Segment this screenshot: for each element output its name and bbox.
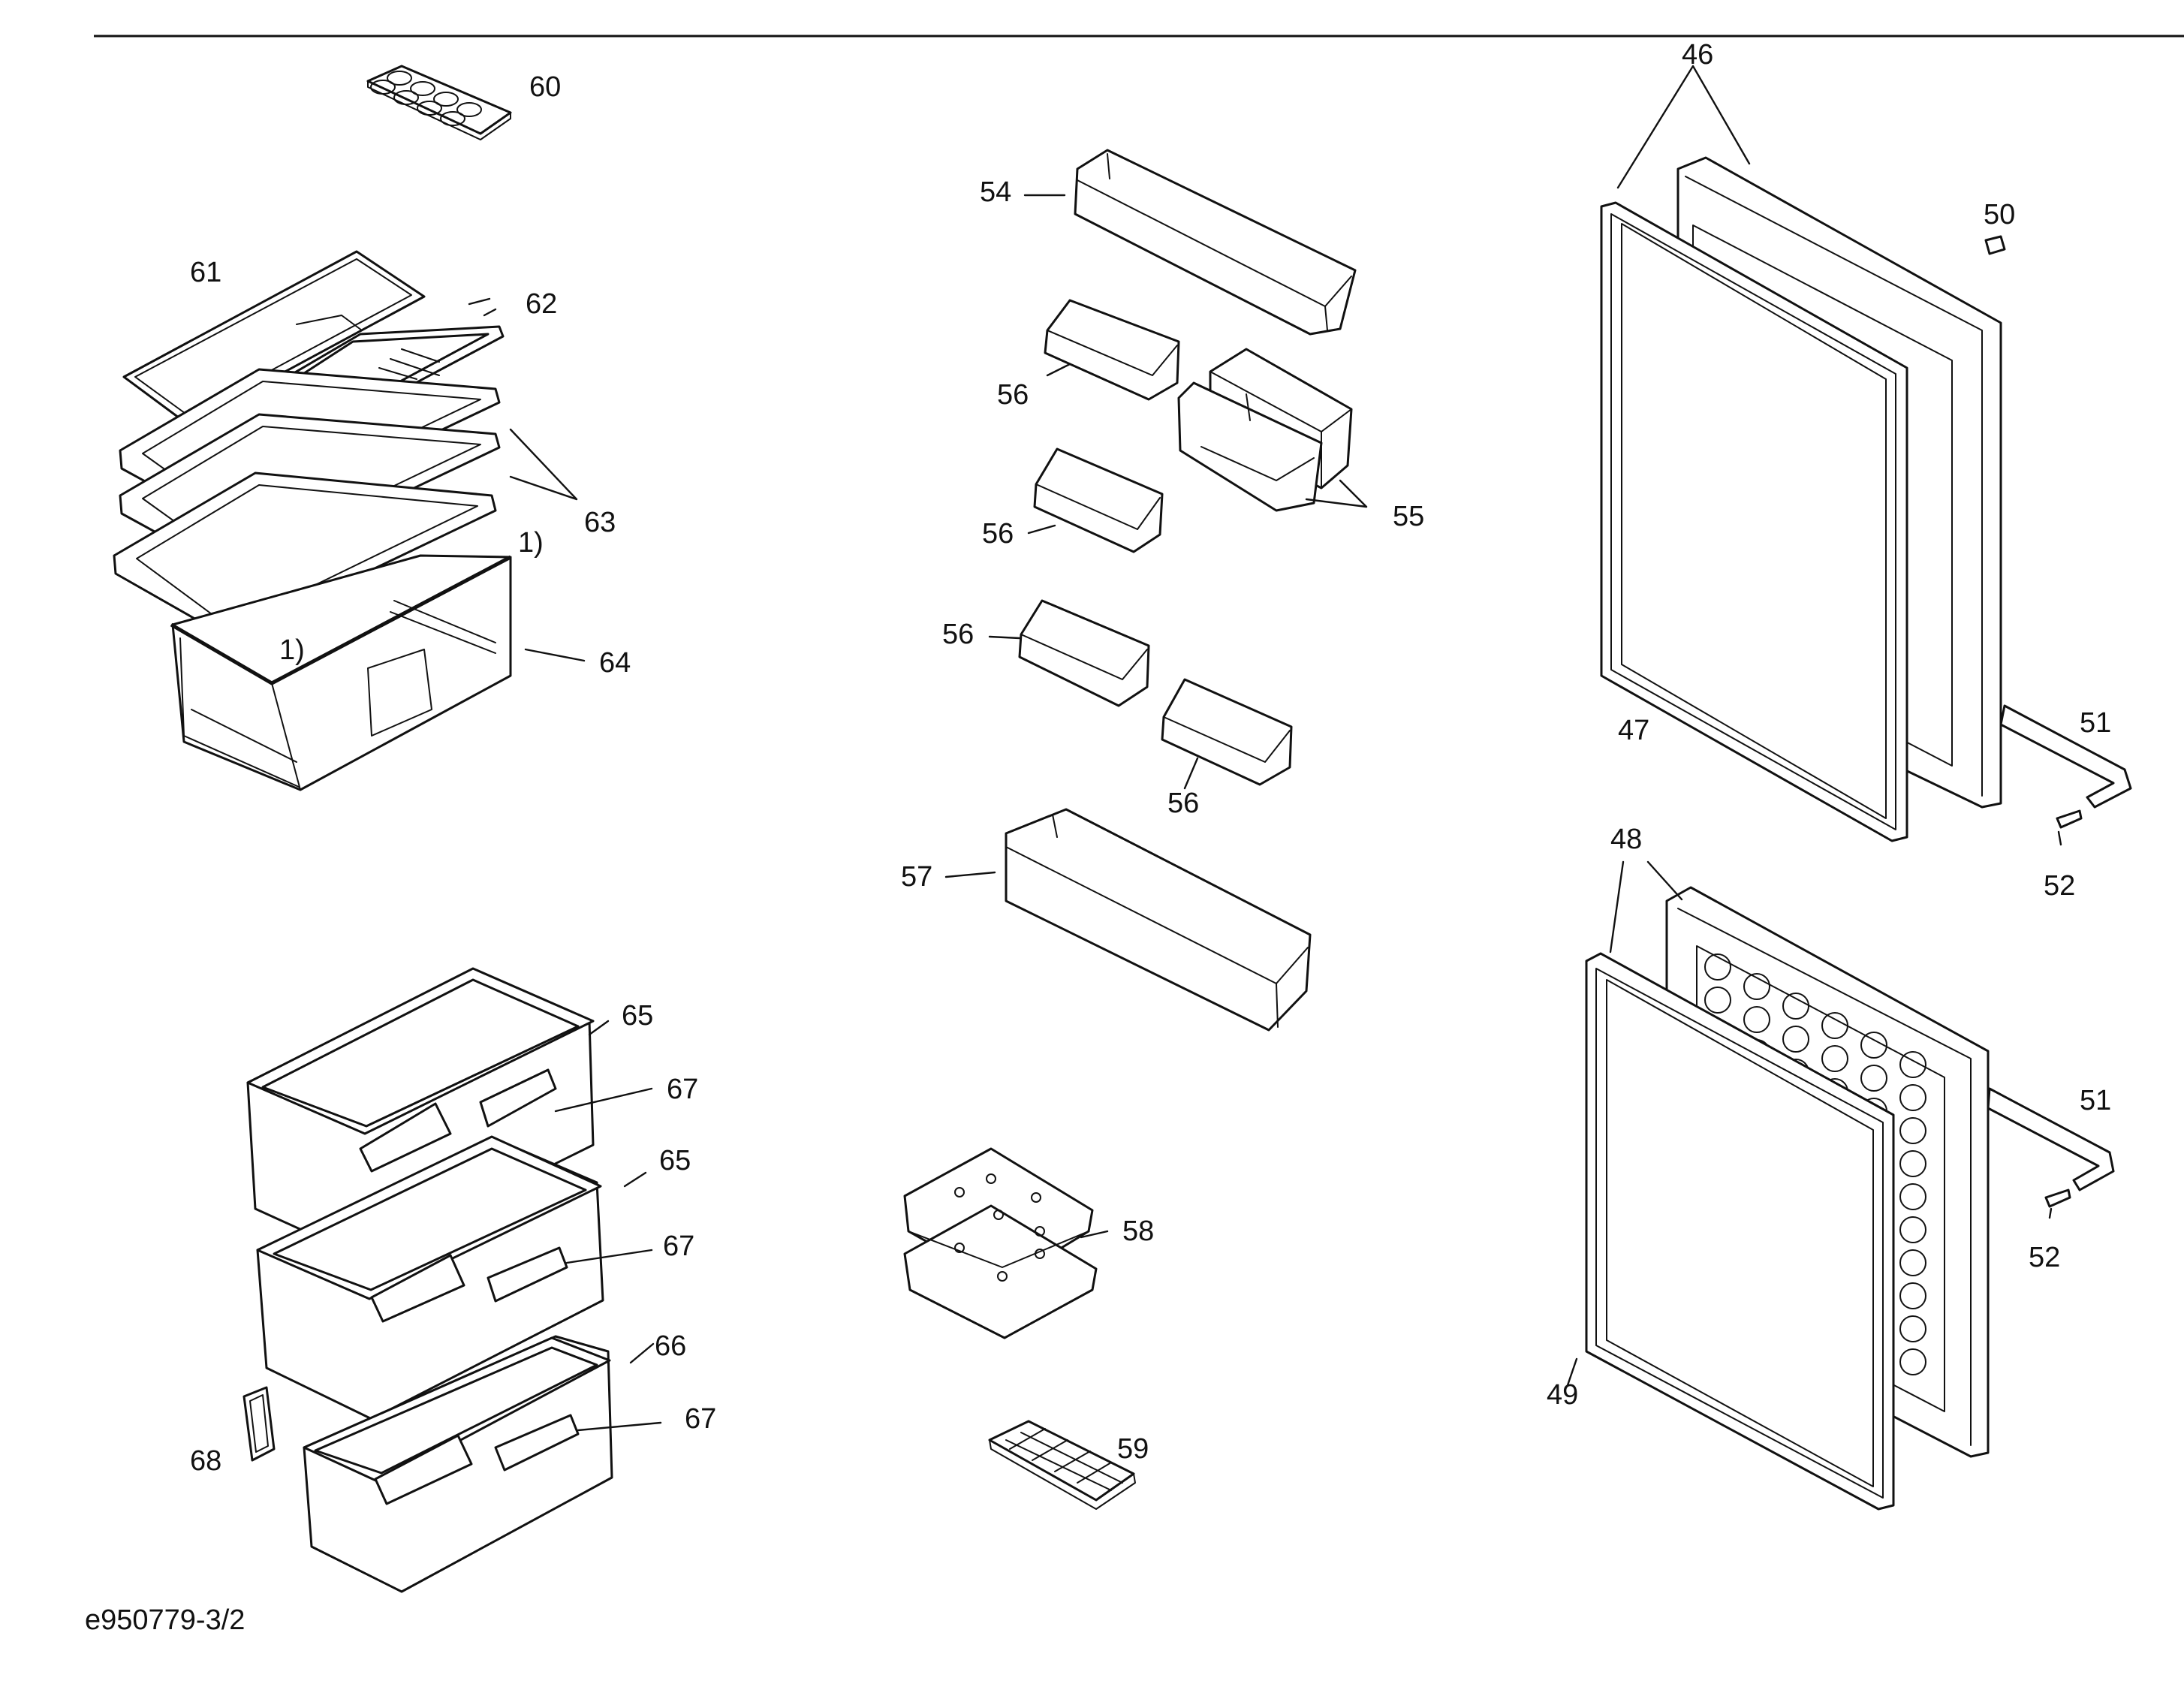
- callout-47: 47: [1618, 715, 1649, 746]
- footnote-marker-lower: 1): [279, 634, 305, 666]
- callout-65-middle: 65: [659, 1145, 691, 1176]
- part-56-rack-c: [1018, 599, 1150, 707]
- part-56-rack-b: [1033, 447, 1164, 553]
- part-55-covered-bin: [1177, 348, 1353, 512]
- door-cup-cell: [1899, 1051, 1926, 1078]
- callout-60: 60: [529, 71, 561, 103]
- callout-58: 58: [1122, 1216, 1154, 1247]
- part-60-egg-tray: [366, 65, 512, 140]
- callout-56-a: 56: [997, 379, 1029, 411]
- part-58-cold-packs: [903, 1147, 1098, 1339]
- callout-66: 66: [655, 1330, 686, 1362]
- part-52-lower-pin: [2044, 1188, 2071, 1208]
- door-cup-cell: [1860, 1032, 1887, 1059]
- callout-52-lower: 52: [2029, 1242, 2060, 1273]
- door-cup-cell: [1899, 1282, 1926, 1309]
- callout-61: 61: [190, 257, 221, 288]
- callout-62: 62: [526, 288, 557, 320]
- part-57-door-bottle-rack: [1005, 808, 1312, 1032]
- part-56-rack-a: [1044, 299, 1180, 401]
- part-50-cap: [1984, 235, 2006, 255]
- part-61-shelf-frame: [122, 250, 426, 426]
- door-cup-cell: [1899, 1348, 1926, 1375]
- door-cup-cell: [1821, 1012, 1848, 1039]
- part-56-rack-d: [1161, 678, 1293, 786]
- callout-67-middle: 67: [663, 1231, 694, 1262]
- callout-50: 50: [1984, 199, 2015, 230]
- door-cup-cell: [1704, 987, 1731, 1014]
- callout-56-d: 56: [1167, 788, 1199, 819]
- callout-68: 68: [190, 1445, 221, 1477]
- callout-48: 48: [1610, 824, 1642, 855]
- door-cup-cell: [1899, 1150, 1926, 1177]
- door-cup-cell: [1899, 1216, 1926, 1243]
- door-cup-cell: [1782, 993, 1809, 1020]
- part-49-lower-door-gasket: [1585, 952, 1895, 1511]
- part-47-upper-door-gasket: [1600, 201, 1908, 842]
- part-51-lower-hinge-rod: [1987, 1087, 2115, 1191]
- callout-labels: 46 47 48 49 50 51 51 52 52 54 55 56 56 5…: [190, 39, 2111, 1477]
- drawing-code: e950779-3/2: [85, 1604, 245, 1636]
- part-52-upper-pin: [2056, 809, 2083, 829]
- door-cup-cell: [1899, 1117, 1926, 1144]
- part-66-drawer-lower: [303, 1335, 613, 1593]
- door-cup-cell: [1899, 1315, 1926, 1342]
- callout-51-upper: 51: [2080, 707, 2111, 739]
- callout-57: 57: [901, 861, 932, 893]
- callout-67-lower: 67: [685, 1403, 716, 1435]
- leader-lines: [468, 65, 2062, 1432]
- part-59-ice-tray: [988, 1420, 1136, 1510]
- callout-64: 64: [599, 647, 631, 679]
- callout-56-b: 56: [982, 518, 1014, 550]
- callout-49: 49: [1547, 1379, 1578, 1411]
- part-51-upper-hinge-rod: [1999, 704, 2132, 809]
- callout-55: 55: [1393, 501, 1424, 532]
- callout-67-upper: 67: [667, 1074, 698, 1105]
- part-54-door-rack: [1074, 149, 1357, 336]
- callout-52-upper: 52: [2044, 870, 2075, 902]
- callout-63: 63: [584, 507, 616, 538]
- callout-46: 46: [1682, 39, 1713, 71]
- part-64-crisper-drawer: [170, 554, 512, 791]
- door-cup-cell: [1821, 1045, 1848, 1072]
- callout-51-lower: 51: [2080, 1085, 2111, 1116]
- door-cup-cell: [1743, 1006, 1770, 1033]
- part-68-clip: [242, 1386, 276, 1462]
- door-cup-cell: [1704, 953, 1731, 981]
- callout-54: 54: [980, 176, 1011, 208]
- door-cup-cell: [1782, 1026, 1809, 1053]
- callout-56-c: 56: [942, 619, 974, 650]
- callout-59: 59: [1117, 1433, 1149, 1465]
- door-cup-cell: [1743, 973, 1770, 1000]
- door-cup-cell: [1899, 1183, 1926, 1210]
- door-cup-cell: [1899, 1084, 1926, 1111]
- door-cup-cell: [1860, 1065, 1887, 1092]
- part-65-drawer-middle: [256, 1135, 604, 1420]
- footnote-marker-upper: 1): [518, 527, 544, 559]
- part-63-shelves: [113, 368, 501, 640]
- callout-65-upper: 65: [622, 1000, 653, 1032]
- door-cup-cell: [1899, 1249, 1926, 1276]
